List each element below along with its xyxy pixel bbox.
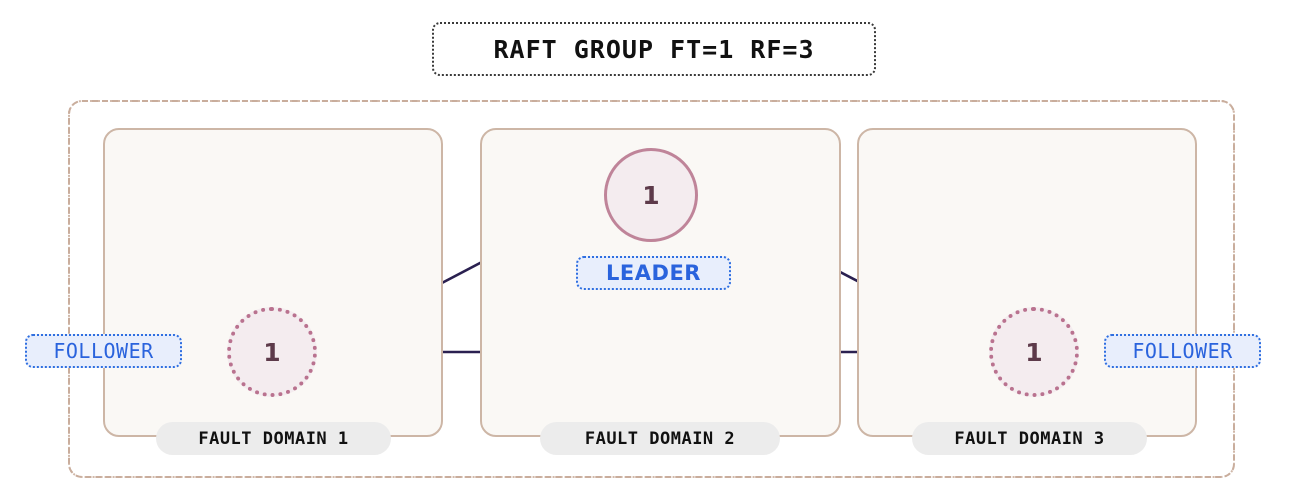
node-follower-1[interactable]: 1 [227, 307, 317, 397]
diagram-title: RAFT GROUP FT=1 RF=3 [493, 34, 815, 64]
node-leader[interactable]: 1 [604, 148, 698, 242]
role-badge-leader: LEADER [576, 256, 731, 290]
fault-domain-1-label: FAULT DOMAIN 1 [156, 422, 391, 455]
role-badge-follower-1: FOLLOWER [25, 334, 182, 368]
fault-domain-3-label: FAULT DOMAIN 3 [912, 422, 1147, 455]
fault-domain-2-label: FAULT DOMAIN 2 [540, 422, 780, 455]
raft-group-boundary [68, 100, 1235, 478]
node-follower-2[interactable]: 1 [989, 307, 1079, 397]
role-badge-follower-2: FOLLOWER [1104, 334, 1261, 368]
diagram-title-box: RAFT GROUP FT=1 RF=3 [432, 22, 876, 76]
